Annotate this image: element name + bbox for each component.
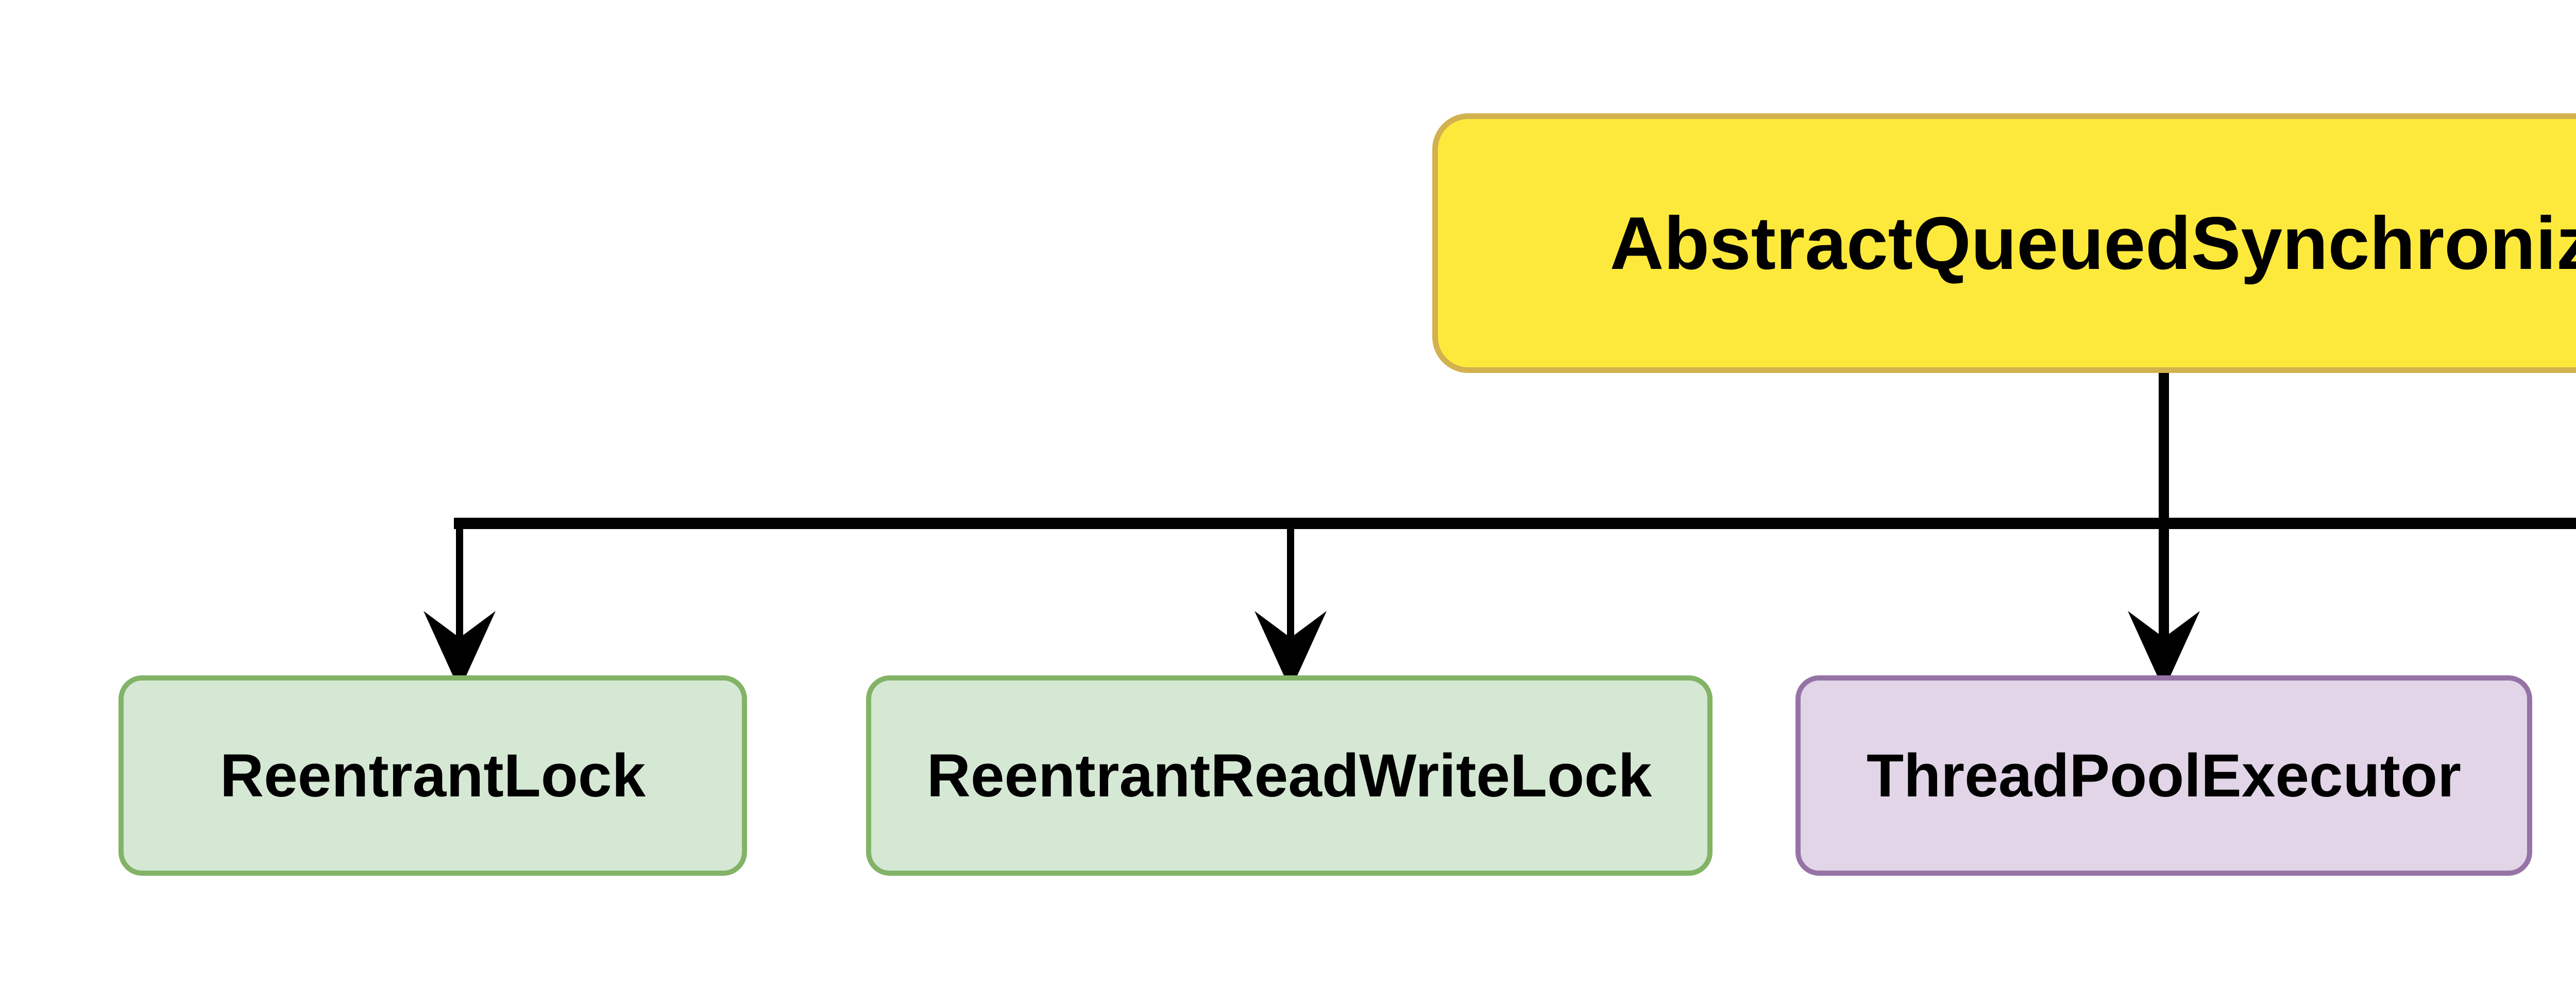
connector-branch-2 [1287, 529, 1294, 641]
node-label: AbstractQueuedSynchronizer [1609, 201, 2576, 285]
connector-rail [454, 518, 2576, 529]
node-thread-pool-executor: ThreadPoolExecutor [1795, 675, 2532, 876]
connector-trunk [2159, 373, 2169, 641]
node-abstract-queued-synchronizer: AbstractQueuedSynchronizer [1432, 113, 2576, 373]
node-label: ReentrantReadWriteLock [926, 741, 1652, 810]
node-reentrant-lock: ReentrantLock [118, 675, 747, 876]
node-label: ReentrantLock [219, 741, 646, 810]
node-label: ThreadPoolExecutor [1866, 741, 2461, 810]
connector-branch-1 [456, 529, 463, 641]
node-reentrant-read-write-lock: ReentrantReadWriteLock [866, 675, 1713, 876]
